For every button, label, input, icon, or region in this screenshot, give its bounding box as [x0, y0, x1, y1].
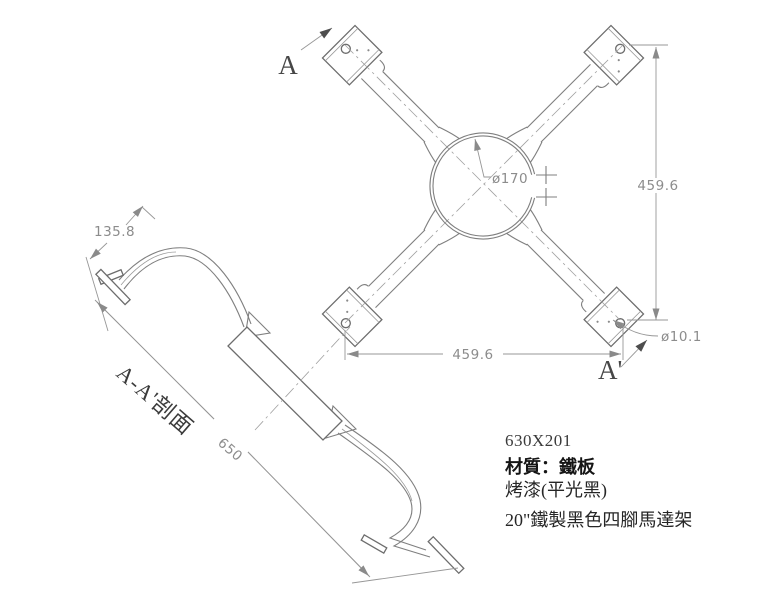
section-title: A-A'剖面 [112, 360, 199, 440]
gusset-upper [244, 310, 272, 338]
material-note: 材質：鐵板 [505, 457, 595, 477]
dim-circle-diameter: ø170 [474, 138, 528, 187]
hole-diameter-label: ø10.1 [661, 329, 702, 345]
dim-vertical-459: 459.6 [627, 44, 678, 321]
mounting-hole [615, 43, 626, 54]
ring-tabs [536, 166, 557, 206]
leg-profile-upper [118, 247, 252, 328]
offset-label: 135.8 [94, 224, 135, 240]
dim-hole-diameter: ø10.1 [612, 319, 702, 345]
leg-profile-lower [337, 424, 431, 558]
foot-pad [321, 286, 383, 348]
plan-view: ø170 ø10.1 459.6 459.6 A [278, 24, 702, 385]
foot-pad [321, 24, 383, 86]
length-label: 650 [214, 435, 245, 465]
vertical-span-label: 459.6 [637, 178, 678, 194]
mounting-hole [340, 318, 351, 329]
part-number: 630X201 [505, 431, 572, 450]
circle-diameter-label: ø170 [492, 171, 528, 187]
section-cut-a-prime: A' [598, 339, 648, 385]
ring-mask [430, 133, 536, 239]
dim-horizontal-459: 459.6 [344, 323, 624, 363]
slab-centerline [254, 326, 351, 431]
section-view: 135.8 650 A-A'剖面 [85, 205, 465, 584]
arm-top-left [321, 24, 461, 164]
section-label-a: A [278, 50, 298, 80]
finish-note: 烤漆(平光黑) [505, 480, 607, 500]
foot-pad [583, 24, 645, 86]
centerline-ne-sw [343, 43, 625, 325]
foot-lower [360, 534, 465, 575]
foot-plate [427, 535, 465, 575]
section-cut-a: A [278, 27, 333, 80]
foot-pad [583, 286, 645, 348]
dim-offset-135: 135.8 [85, 205, 156, 332]
center-ring-outer [429, 132, 536, 240]
dim-length-650: 650 [94, 299, 459, 584]
foot-stud [360, 534, 388, 554]
arm-bottom-right [505, 208, 645, 348]
mounting-hole [340, 43, 351, 54]
ring-section-slab [227, 326, 343, 441]
arm-top-right [505, 24, 645, 164]
description-note: 20"鐵製黑色四腳馬達架 [505, 510, 693, 530]
center-ring-inner [432, 135, 533, 237]
foot-plate [94, 268, 132, 306]
centerline-nw-se [344, 44, 621, 321]
arm-bottom-left [321, 208, 461, 348]
section-label-a-prime: A' [598, 355, 622, 385]
foot-upper [94, 268, 132, 306]
horizontal-span-label: 459.6 [452, 347, 493, 363]
